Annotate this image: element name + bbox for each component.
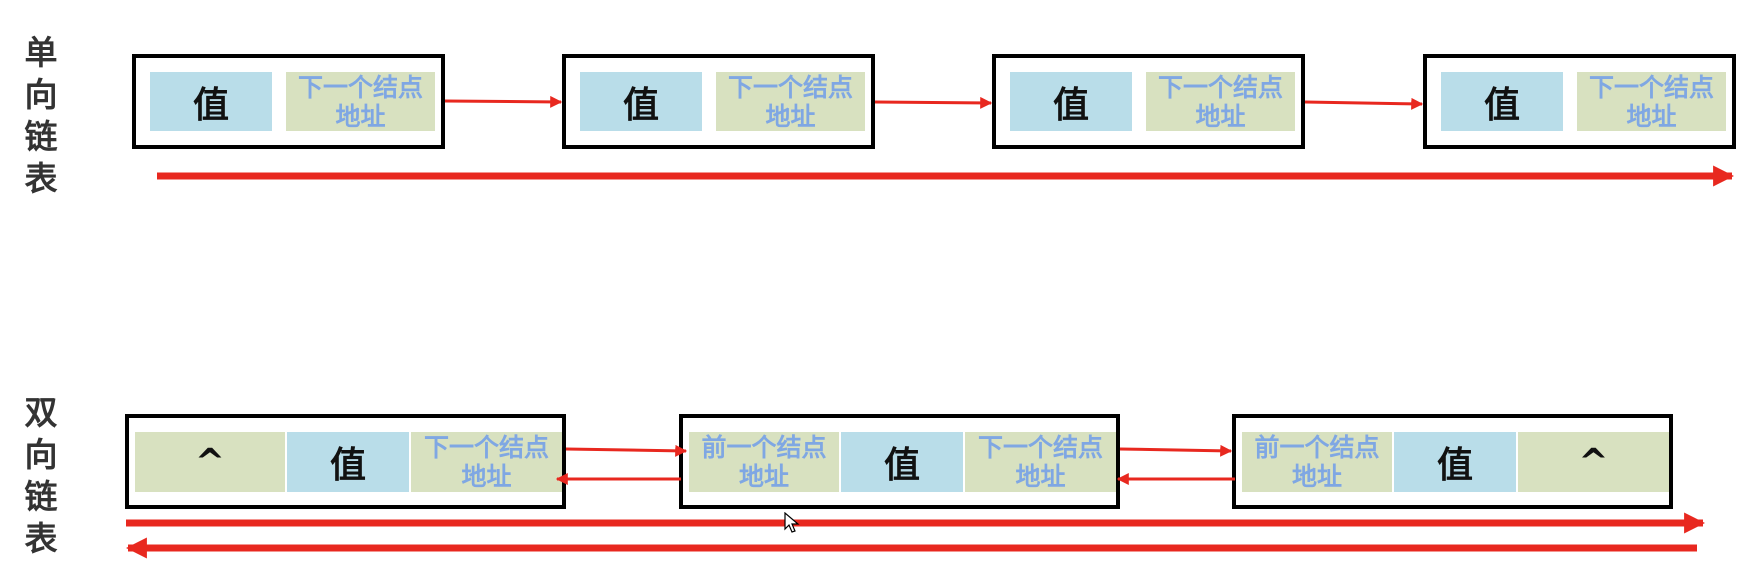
node-value: 值: [580, 72, 702, 131]
node-value: 值: [1394, 432, 1516, 492]
singly-linked-list-label: 单 向 链 表: [16, 32, 66, 200]
doubly-linked-list-label: 双 向 链 表: [16, 392, 66, 560]
label-char: 双: [24, 393, 58, 432]
next-pointer-arrow: [565, 444, 688, 457]
next-address: 下一个结点地址: [716, 72, 865, 131]
singly-node-1: 值 下一个结点地址: [132, 54, 445, 149]
singly-node-4: 值 下一个结点地址: [1423, 54, 1736, 149]
label-char: 单: [24, 33, 58, 72]
node-value: 值: [1010, 72, 1132, 131]
null-prev-pointer: ^: [135, 432, 285, 492]
label-char: 链: [24, 117, 58, 156]
doubly-node-3: 前一个结点地址 值 ^: [1232, 414, 1673, 509]
next-pointer-arrow: [1304, 97, 1424, 110]
null-next-pointer: ^: [1518, 432, 1669, 492]
label-char: 链: [24, 477, 58, 516]
next-pointer-arrow: [444, 95, 563, 108]
singly-node-2: 值 下一个结点地址: [562, 54, 875, 149]
label-char: 表: [24, 159, 58, 198]
singly-node-3: 值 下一个结点地址: [992, 54, 1305, 149]
mouse-cursor-icon: [784, 512, 800, 533]
doubly-node-2: 前一个结点地址 值 下一个结点地址: [679, 414, 1120, 509]
node-value: 值: [150, 72, 272, 131]
label-char: 向: [24, 435, 58, 474]
node-value: 值: [1441, 72, 1563, 131]
prev-address: 前一个结点地址: [1242, 432, 1392, 492]
next-address: 下一个结点地址: [286, 72, 435, 131]
node-value: 值: [841, 432, 963, 492]
next-address: 下一个结点地址: [1577, 72, 1726, 131]
next-address: 下一个结点地址: [411, 432, 562, 492]
label-char: 向: [24, 75, 58, 114]
doubly-node-1: ^ 值 下一个结点地址: [125, 414, 566, 509]
node-value: 值: [287, 432, 409, 492]
label-char: 表: [24, 519, 58, 558]
next-address: 下一个结点地址: [1146, 72, 1295, 131]
next-pointer-arrow: [1119, 444, 1233, 457]
prev-address: 前一个结点地址: [689, 432, 839, 492]
next-address: 下一个结点地址: [965, 432, 1116, 492]
next-pointer-arrow: [874, 96, 993, 109]
